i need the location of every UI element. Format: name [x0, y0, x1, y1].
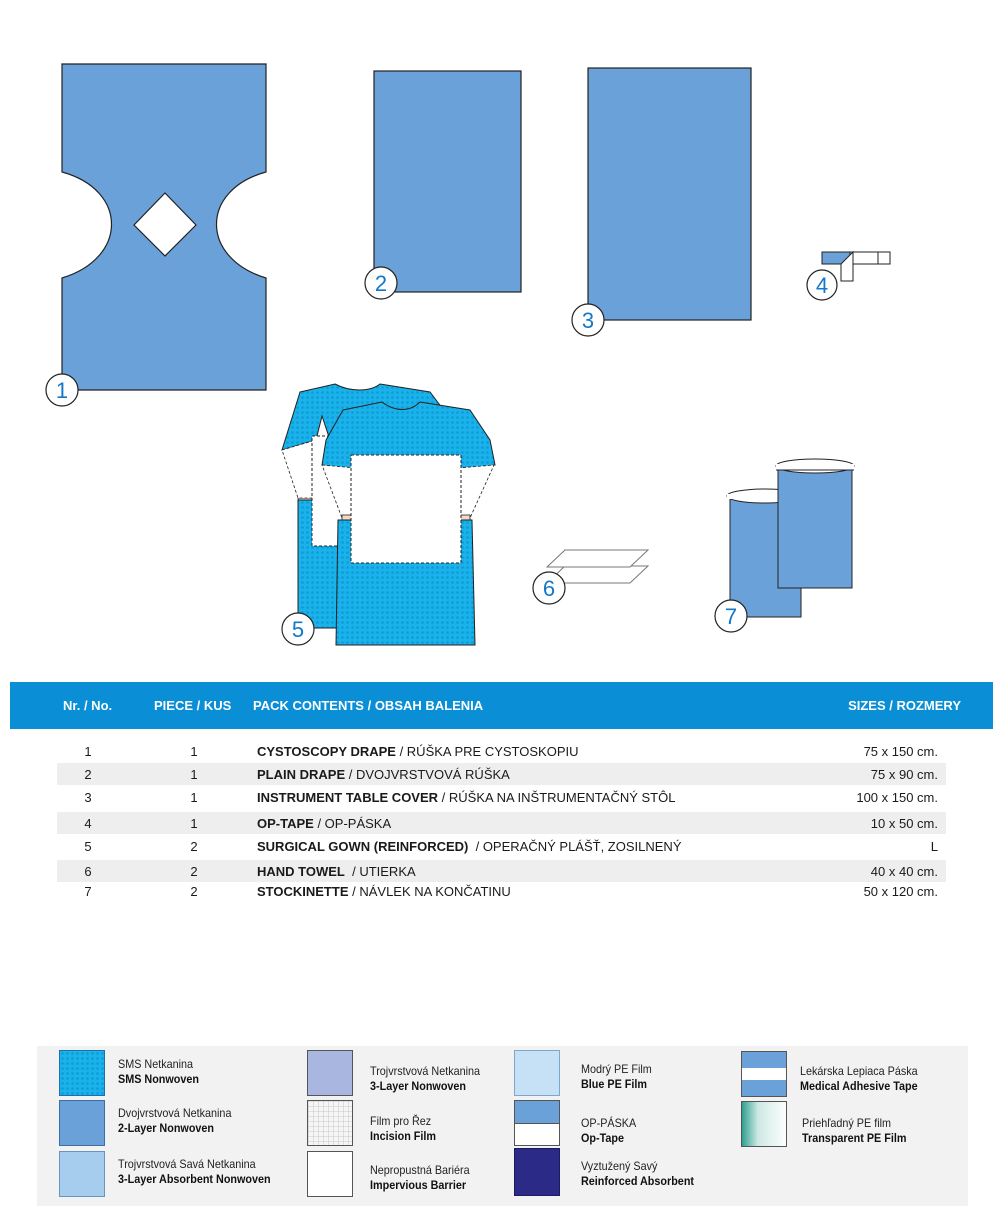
absorbent-nonwoven-swatch	[59, 1151, 105, 1197]
svg-text:7: 7	[725, 604, 737, 629]
header-size: SIZES / ROZMERY	[848, 698, 961, 713]
op-tape-shape	[821, 250, 891, 282]
two-layer-nonwoven-swatch	[59, 1100, 105, 1146]
label-badge-2: 2	[364, 266, 398, 300]
header-nr: Nr. / No.	[63, 698, 113, 713]
pack-illustrations: 1 2 3 4 5 6 7	[45, 63, 891, 646]
label-badge-7: 7	[714, 599, 748, 633]
reinforced-absorbent-swatch	[514, 1148, 560, 1196]
incision-film-swatch	[307, 1100, 353, 1146]
table-row: 5 2 SURGICAL GOWN (REINFORCED) / OPERAČN…	[84, 839, 938, 854]
svg-text:3: 3	[582, 308, 594, 333]
impervious-barrier-swatch	[307, 1151, 353, 1197]
svg-text:4: 4	[816, 273, 828, 298]
svg-text:5: 5	[292, 617, 304, 642]
op-tape-swatch	[514, 1100, 560, 1146]
transparent-pe-film-swatch	[741, 1101, 787, 1147]
table-row: 7 2 STOCKINETTE / NÁVLEK NA KONČATINU 50…	[84, 884, 938, 899]
svg-text:1: 1	[56, 378, 68, 403]
three-layer-nonwoven-swatch	[307, 1050, 353, 1096]
svg-text:6: 6	[543, 576, 555, 601]
table-row: 3 1 INSTRUMENT TABLE COVER / RÚŠKA NA IN…	[84, 790, 938, 805]
blue-pe-film-swatch	[514, 1050, 560, 1096]
stockinette-shape	[726, 458, 855, 618]
header-piece: PIECE / KUS	[154, 698, 232, 713]
label-badge-6: 6	[532, 571, 566, 605]
plain-drape-shape	[373, 70, 522, 293]
table-header: Nr. / No. PIECE / KUS PACK CONTENTS / OB…	[10, 682, 993, 729]
table-row: 1 1 CYSTOSCOPY DRAPE / RÚŠKA PRE CYSTOSK…	[84, 744, 938, 759]
sms-nonwoven-swatch	[59, 1050, 105, 1096]
header-content: PACK CONTENTS / OBSAH BALENIA	[253, 698, 484, 713]
table-row: 4 1 OP-TAPE / OP-PÁSKA 10 x 50 cm.	[57, 812, 946, 834]
medical-adhesive-tape-swatch	[741, 1051, 787, 1097]
table-row: 2 1 PLAIN DRAPE / DVOJVRSTVOVÁ RÚŠKA 75 …	[57, 763, 946, 785]
svg-text:2: 2	[375, 271, 387, 296]
instrument-table-cover-shape	[587, 67, 752, 321]
label-badge-5: 5	[281, 612, 315, 646]
surgical-gown-front	[321, 401, 496, 646]
pack-contents-table: 1 1 CYSTOSCOPY DRAPE / RÚŠKA PRE CYSTOSK…	[57, 740, 946, 904]
label-badge-3: 3	[571, 303, 605, 337]
cystoscopy-drape-opening	[133, 192, 197, 257]
hand-towel-shape	[545, 549, 650, 584]
label-badge-1: 1	[45, 373, 79, 407]
table-row: 6 2 HAND TOWEL / UTIERKA 40 x 40 cm.	[57, 860, 946, 882]
label-badge-4: 4	[806, 269, 838, 301]
